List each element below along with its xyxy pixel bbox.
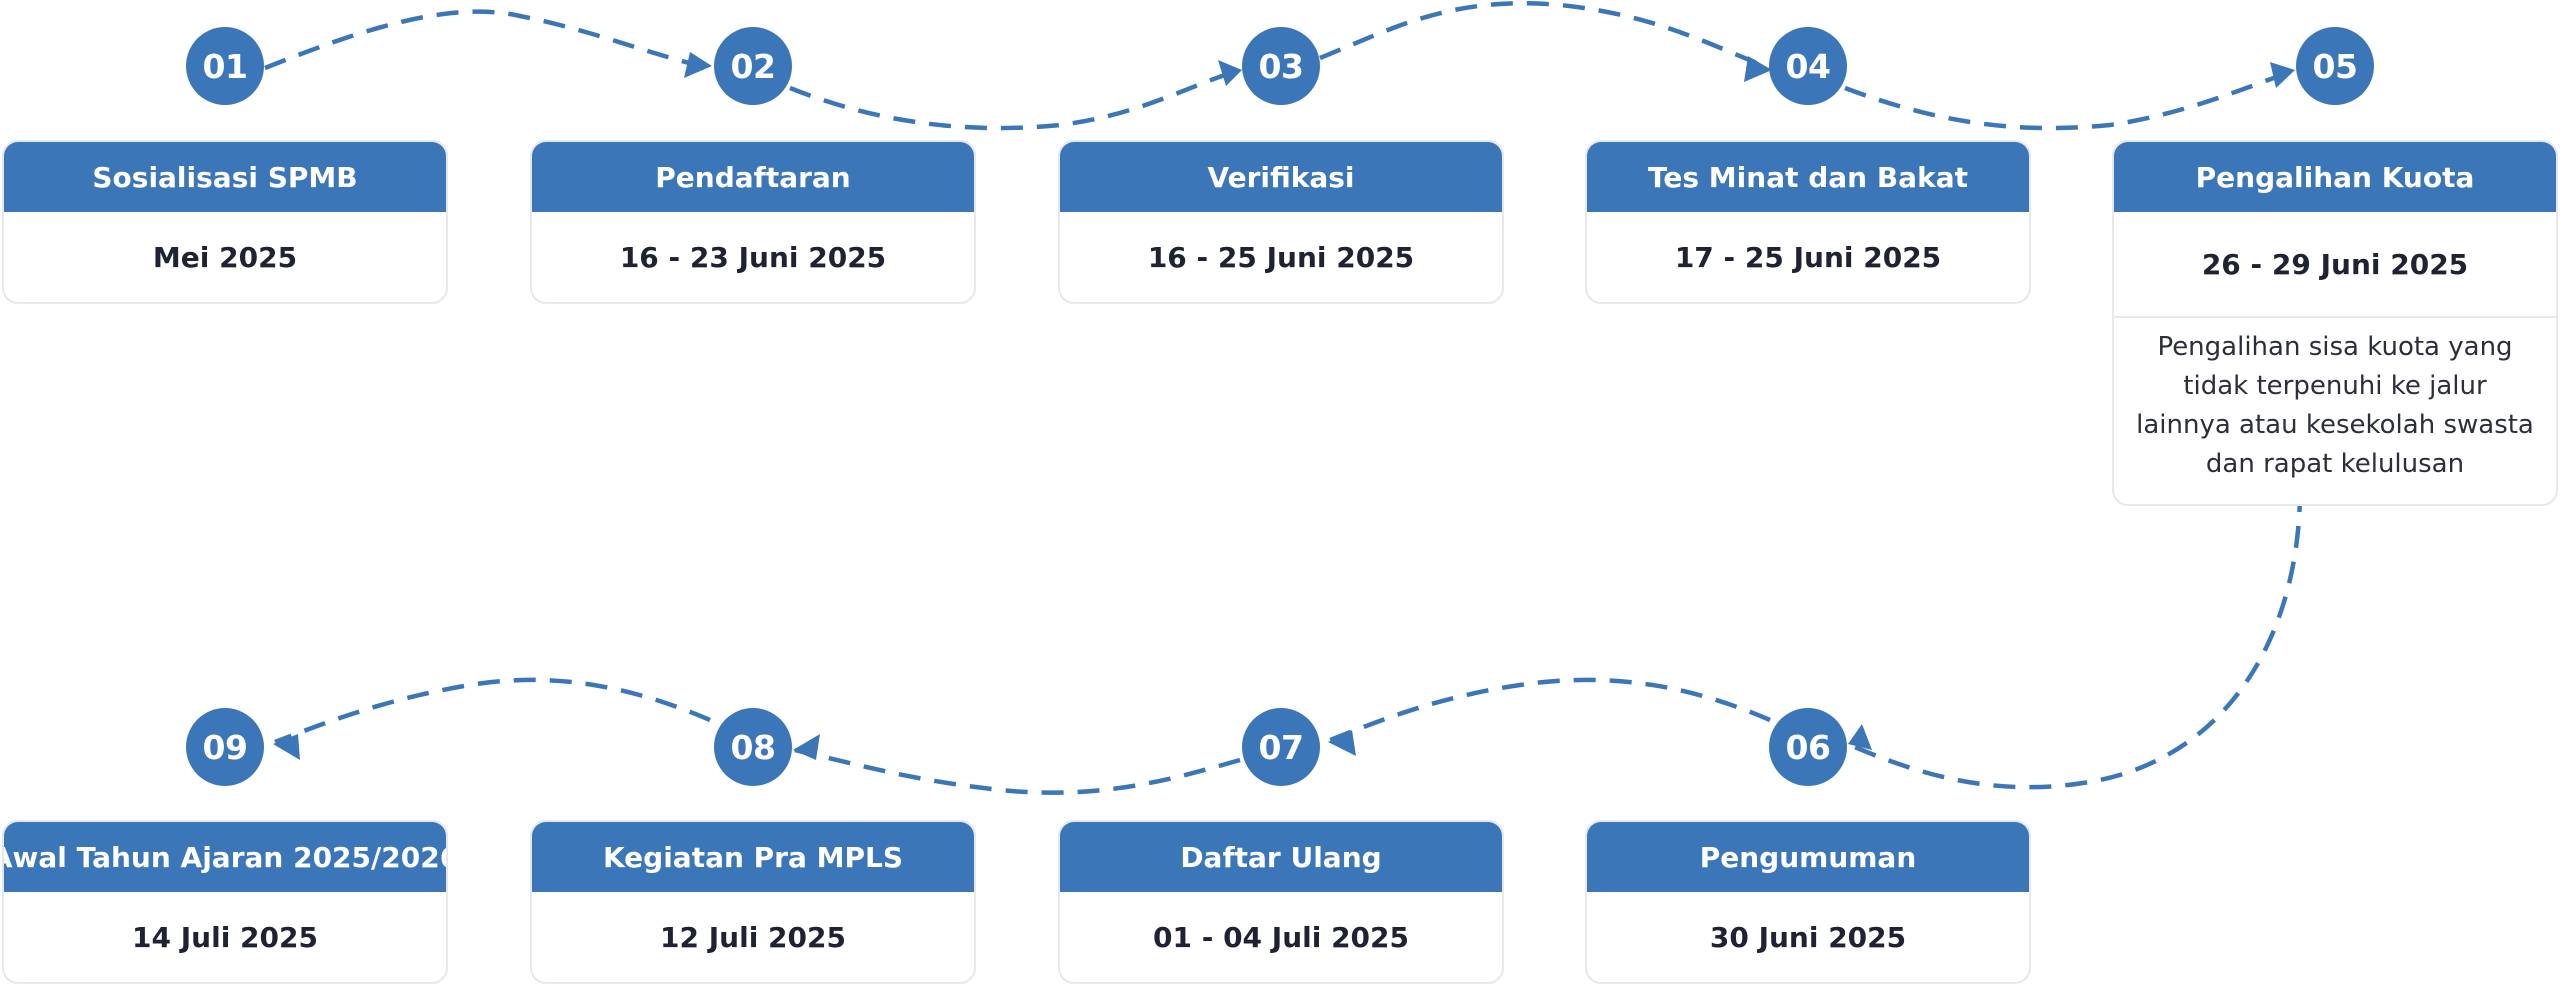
step-date: 26 - 29 Juni 2025 [2114,212,2556,318]
step-number-06: 06 [1769,708,1847,786]
step-title: Pendaftaran [532,142,974,212]
step-card-kegiatan-pra-mpls: Kegiatan Pra MPLS 12 Juli 2025 [530,820,976,984]
step-number-05: 05 [2296,27,2374,105]
arrowhead-02 [684,52,712,78]
step-number-03: 03 [1242,27,1320,105]
arrowhead-09 [273,734,300,760]
arrowhead-04 [1744,56,1772,82]
step-number-04: 04 [1769,27,1847,105]
step-title: Pengumuman [1587,822,2029,892]
arrowhead-08 [793,734,820,760]
step-date: Mei 2025 [152,240,298,274]
step-card-tes-minat-dan-bakat: Tes Minat dan Bakat 17 - 25 Juni 2025 [1585,140,2031,304]
arrowhead-05 [2270,62,2295,88]
step-description: Pengalihan sisa kuota yang tidak terpenu… [2136,332,2534,479]
step-number-01: 01 [186,27,264,105]
step-card-pengumuman: Pengumuman 30 Juni 2025 [1585,820,2031,984]
arrowhead-07 [1328,730,1356,756]
step-number-09: 09 [186,708,264,786]
step-card-pengalihan-kuota: Pengalihan Kuota 26 - 29 Juni 2025 Penga… [2112,140,2558,506]
step-number-02: 02 [714,27,792,105]
step-number-07: 07 [1242,708,1320,786]
step-date: 12 Juli 2025 [660,920,846,954]
connector-06-07 [1329,677,1771,743]
step-date: 01 - 04 Juli 2025 [1152,920,1410,954]
step-title: Kegiatan Pra MPLS [532,822,974,892]
connector-05-06 [1849,489,2303,790]
step-date: 30 Juni 2025 [1709,920,1907,954]
step-title: Sosialisasi SPMB [4,142,446,212]
connector-04-05 [1844,69,2291,131]
step-date: 14 Juli 2025 [132,920,318,954]
step-title: Daftar Ulang [1060,822,1502,892]
step-card-daftar-ulang: Daftar Ulang 01 - 04 Juli 2025 [1058,820,1504,984]
step-date: 17 - 25 Juni 2025 [1674,240,1942,274]
connector-07-08 [794,747,1241,795]
step-date: 16 - 25 Juni 2025 [1147,240,1415,274]
step-title: Awal Tahun Ajaran 2025/2026 [4,822,446,892]
connector-08-09 [274,677,711,745]
step-card-pendaftaran: Pendaftaran 16 - 23 Juni 2025 [530,140,976,304]
arrowhead-03 [1218,60,1242,86]
step-title: Pengalihan Kuota [2114,142,2556,212]
connector-01-02 [264,9,711,71]
connector-03-04 [1319,1,1771,71]
step-title: Tes Minat dan Bakat [1587,142,2029,212]
step-card-awal-tahun-ajaran: Awal Tahun Ajaran 2025/2026 14 Juli 2025 [2,820,448,984]
step-card-sosialisasi-spmb: Sosialisasi SPMB Mei 2025 [2,140,448,304]
step-title: Verifikasi [1060,142,1502,212]
step-number-08: 08 [714,708,792,786]
step-card-verifikasi: Verifikasi 16 - 25 Juni 2025 [1058,140,1504,304]
step-date: 16 - 23 Juni 2025 [619,240,887,274]
arrowhead-06 [1848,724,1872,750]
connector-02-03 [789,67,1241,131]
